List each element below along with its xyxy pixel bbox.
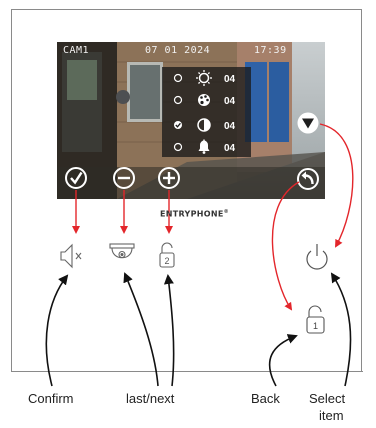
radio-unselected-icon [173,95,183,105]
red-arrow-back [271,181,300,311]
caption-last-next: last/next [126,391,175,406]
menu-row-contrast[interactable] [174,118,211,132]
black-arrow-lock2 [163,274,175,387]
unit-outline [11,9,362,371]
date-readout: 07 01 2024 [145,45,211,56]
brightness-icon [196,70,212,86]
lock-2-number: 2 [164,256,169,266]
menu-value-bell: 04 [224,143,236,154]
menu-value-color: 04 [224,96,236,107]
black-arrow-back [268,334,298,387]
caption-select-line1: Select [309,391,346,406]
plus-button[interactable] [158,167,180,189]
lock-1-number: 1 [313,321,318,331]
caption-confirm: Confirm [28,391,74,406]
brand-trademark: ® [223,209,229,215]
black-arrow-camera [123,272,159,387]
lock-2-icon [159,242,175,268]
power-icon [306,244,328,270]
camera-label: CAM1 [63,45,90,56]
down-button[interactable] [297,112,319,134]
menu-value-brightness: 04 [224,74,236,85]
brand-name: ENTRYPHONE [160,209,224,219]
time-readout: 17:39 [254,45,287,56]
unit-baseline [11,371,363,372]
black-arrows [45,272,352,387]
radio-selected-icon [174,121,182,129]
color-palette-icon [198,94,210,106]
contrast-icon [197,118,211,132]
caption-back: Back [251,391,280,406]
black-arrow-select [330,272,352,387]
confirm-button[interactable] [65,167,87,189]
lock-1-icon [306,305,325,334]
bell-icon [198,139,210,154]
back-arrow-icon [301,171,314,185]
black-arrow-confirm [45,274,69,387]
back-button[interactable] [297,168,319,190]
red-arrows [72,123,354,311]
radio-unselected-icon [173,142,183,152]
menu-row-color[interactable] [173,94,211,106]
speaker-mute-icon [60,243,82,269]
camera-dome-icon [109,243,135,259]
down-triangle-icon [302,118,314,129]
red-arrow-down [319,123,354,248]
settings-menu: 04 04 04 04 [162,67,251,157]
unit-outline-left [11,9,12,371]
minus-button[interactable] [113,167,135,189]
radio-unselected-icon [173,73,183,83]
brand-logo: ENTRYPHONE® [160,209,229,219]
menu-row-brightness[interactable] [173,70,213,86]
menu-row-bell[interactable] [173,139,210,154]
check-circle-icon [70,171,83,185]
menu-value-contrast: 04 [224,121,236,132]
plus-circle-icon [163,172,175,184]
caption-select-line2: item [319,408,344,423]
